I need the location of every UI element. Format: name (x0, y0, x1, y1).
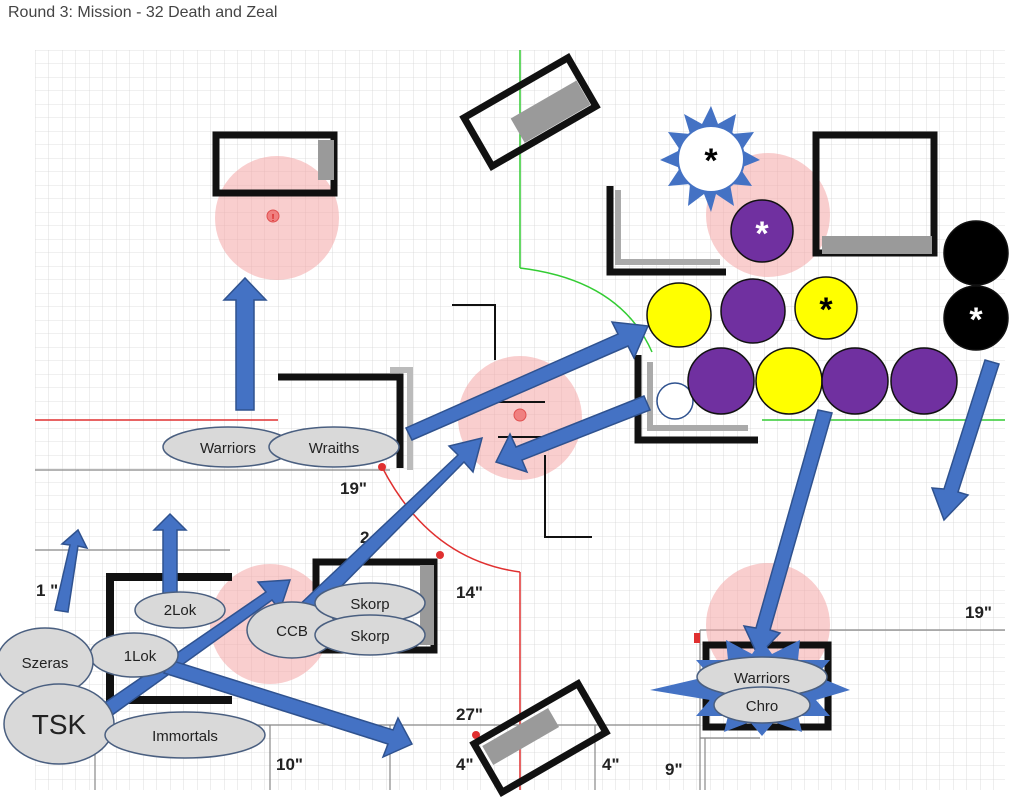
disc-black-star (943, 285, 1009, 351)
label-szeras: Szeras (22, 655, 69, 672)
token-skorp-bottom[interactable] (314, 614, 426, 656)
distance-9: 9" (665, 760, 683, 779)
arrow-warriors-up (222, 276, 268, 411)
disc-yellow-2 (755, 347, 823, 415)
distance-4-left: 4" (456, 755, 474, 774)
disc-purple-1 (720, 278, 786, 344)
arrow-black-down (930, 359, 1000, 522)
disc-black-1 (943, 220, 1009, 286)
label-skorp-bottom: Skorp (350, 628, 389, 645)
arrow-wraiths (404, 321, 650, 441)
unit-discs (646, 199, 1009, 420)
token-2lok[interactable] (134, 591, 226, 629)
label-tsk: TSK (32, 709, 87, 740)
disc-yellow-star (794, 276, 858, 340)
disc-white-small (656, 382, 694, 420)
objective-markers: ! (266, 209, 527, 422)
arrow-1lok (162, 659, 414, 759)
disc-purple-star (730, 199, 794, 263)
distance-27: 27" (456, 705, 483, 724)
distance-4-right: 4" (602, 755, 620, 774)
label-wraiths: Wraiths (309, 440, 360, 457)
distance-19-right: 19" (965, 603, 992, 622)
arrow-white-disc (494, 395, 651, 474)
star-label-purple: * (755, 215, 769, 253)
token-wraiths[interactable] (268, 426, 400, 468)
label-1lok: 1Lok (124, 648, 157, 665)
distance-labels: 19" 19" 14" 27" 10" 4" 4" 9" 1 " 2 (36, 479, 992, 779)
token-immortals[interactable] (104, 711, 266, 759)
round-title: Round 3: Mission - 32 Death and Zeal (8, 4, 278, 21)
label-warriors-left: Warriors (200, 440, 256, 457)
label-warriors-right: Warriors (734, 670, 790, 687)
deployment-red-dots (378, 463, 700, 739)
star-label-white: * (704, 142, 718, 180)
arrow-szeras-up (54, 528, 89, 613)
distance-14: 14" (456, 583, 483, 602)
label-ccb: CCB (276, 623, 308, 640)
star-label-yellow: * (819, 291, 833, 329)
label-skorp-top: Skorp (350, 596, 389, 613)
label-immortals: Immortals (152, 728, 218, 745)
arrow-cluster-down (742, 409, 833, 658)
disc-yellow-1 (646, 282, 712, 348)
unit-tokens (0, 426, 828, 765)
distance-2-partial: 2 (360, 528, 369, 547)
spiky-marker-top: * (660, 106, 760, 212)
distance-1-partial: 1 " (36, 581, 58, 600)
deployment-red (35, 419, 521, 790)
label-chro: Chro (746, 698, 779, 715)
label-2lok: 2Lok (164, 602, 197, 619)
distance-19-mid: 19" (340, 479, 367, 498)
arrow-tsk (98, 579, 292, 720)
disc-purple-3 (821, 347, 889, 415)
arrow-2lok-up (152, 512, 188, 601)
token-chro[interactable] (713, 686, 811, 724)
movement-arrows (54, 276, 1000, 759)
distance-10: 10" (276, 755, 303, 774)
disc-star-labels: * * * (755, 215, 983, 339)
unit-token-labels: Warriors Wraiths 2Lok 1Lok Szeras TSK Im… (22, 440, 790, 745)
disc-purple-2 (687, 347, 755, 415)
objective-marker-label: ! (272, 213, 275, 224)
star-label-black: * (969, 301, 983, 339)
disc-purple-4 (890, 347, 958, 415)
